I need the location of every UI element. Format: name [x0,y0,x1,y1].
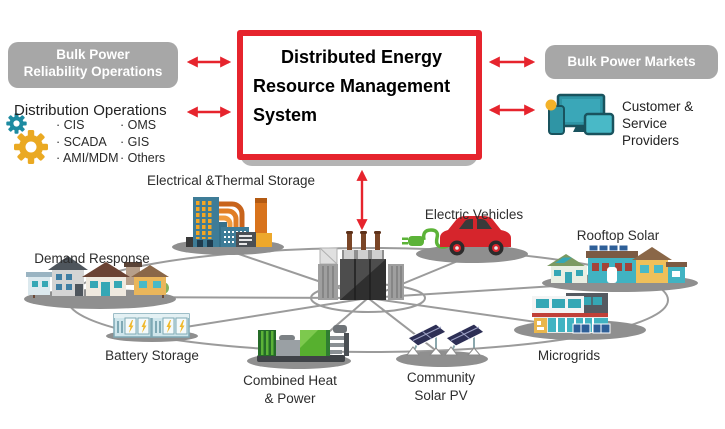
factory-icon [186,197,272,247]
gears-icon [6,113,48,164]
microgrids-label: Microgrids [537,348,601,363]
customer-service-providers-label: Customer & Service Providers [622,99,694,148]
combined-heat-power-label: Combined Heat & Power [243,373,337,406]
distribution-operations-list: CIS OMS SCADA GIS AMI/MDM Others [56,118,165,168]
electrical-thermal-storage-label: Electrical &Thermal Storage [146,173,316,188]
battery-containers-icon [113,313,190,338]
derms-title: Distributed Energy Resource Management S… [253,47,451,125]
transformer-icon [318,231,404,300]
devices-icon [545,93,615,136]
arrow-icon [186,56,536,231]
chp-generator-icon [257,325,349,362]
list-item-scada: SCADA [56,135,120,152]
derms-box: Distributed Energy Resource Management S… [237,30,482,160]
microgrid-buildings-icon [532,293,611,334]
houses-icon [26,256,169,298]
bulk-power-reliability-box: Bulk Power Reliability Operations [8,42,178,88]
list-item-oms: OMS [120,118,165,135]
solar-houses-icon [547,244,687,283]
list-item-others: Others [120,151,166,168]
community-solar-pv-label: Community Solar PV [406,370,476,403]
bulk-power-markets-box: Bulk Power Markets [545,45,718,79]
list-item-gis: GIS [120,135,165,152]
list-item-ami-mdm: AMI/MDM [56,151,120,168]
demand-response-label: Demand Response [34,251,150,266]
solar-panels-icon [406,323,485,356]
rooftop-solar-label: Rooftop Solar [576,228,660,243]
electric-vehicles-label: Electric Vehicles [424,207,524,222]
battery-storage-label: Battery Storage [105,348,199,363]
distribution-operations-title: Distribution Operations [14,102,167,119]
list-item-cis: CIS [56,118,120,135]
electric-car-icon [402,216,511,256]
